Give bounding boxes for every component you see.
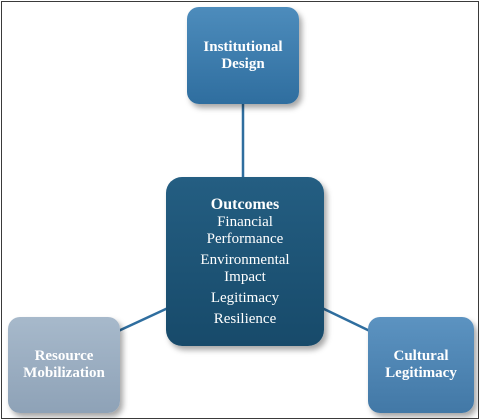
outcome-item-line: Impact <box>224 268 266 285</box>
outcome-item-line: Legitimacy <box>210 289 280 306</box>
outcome-item-financial-performance: Financial Performance <box>207 214 284 248</box>
outcome-item-line: Resilience <box>213 310 277 327</box>
node-cultural-legitimacy: Cultural Legitimacy <box>368 317 474 413</box>
node-top-line-2: Design <box>221 55 265 72</box>
outcome-item-legitimacy: Legitimacy <box>211 290 279 307</box>
node-right-line-2: Legitimacy <box>385 365 457 381</box>
node-left-line-1: Resource <box>34 348 94 364</box>
connector-left <box>113 306 169 335</box>
outcome-item-resilience: Resilience <box>214 311 276 328</box>
node-institutional-design: Institutional Design <box>187 7 299 104</box>
node-right-line-1: Cultural <box>393 348 449 364</box>
connector-right <box>321 306 375 335</box>
node-left-line-2: Mobilization <box>23 365 105 381</box>
node-top-line-1: Institutional <box>203 38 283 55</box>
outcome-item-line: Performance <box>206 230 284 247</box>
outcome-item-line: Financial <box>217 213 273 230</box>
node-center-title: Outcomes <box>210 195 280 213</box>
outcome-item-environmental-impact: Environmental Impact <box>200 252 289 286</box>
node-resource-mobilization: Resource Mobilization <box>8 317 120 413</box>
node-outcomes: Outcomes Financial Performance Environme… <box>166 177 324 346</box>
outcome-item-line: Environmental <box>200 251 290 268</box>
